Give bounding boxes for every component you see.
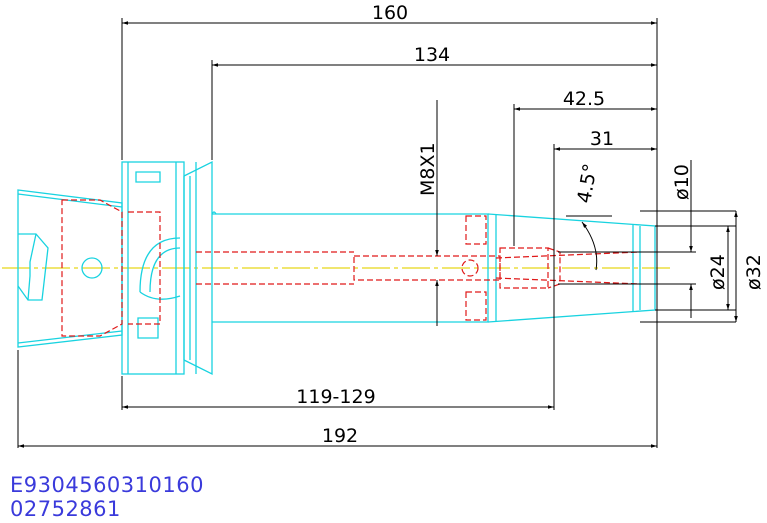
dim-134: 134 <box>414 44 450 66</box>
dim-thread-m8x1: M8X1 <box>417 142 439 196</box>
dim-160: 160 <box>372 2 408 24</box>
dim-diameter-32: ø32 <box>743 254 765 290</box>
dim-diameter-10: ø10 <box>671 164 693 200</box>
technical-drawing: 160 134 42.5 31 119-129 192 M8X1 4.5° ø1… <box>2 2 765 448</box>
dimension-lines <box>17 18 738 448</box>
dim-diameter-24: ø24 <box>707 254 729 290</box>
dim-119-129: 119-129 <box>296 386 375 408</box>
dim-angle: 4.5° <box>573 162 602 205</box>
identifier-block: E9304560310160 02752861 <box>10 473 204 521</box>
dim-31: 31 <box>590 128 614 150</box>
part-number: E9304560310160 <box>10 473 204 497</box>
hidden-lines <box>61 199 641 337</box>
dim-192: 192 <box>322 425 358 447</box>
dim-42-5: 42.5 <box>563 88 605 110</box>
code-number: 02752861 <box>10 497 121 521</box>
